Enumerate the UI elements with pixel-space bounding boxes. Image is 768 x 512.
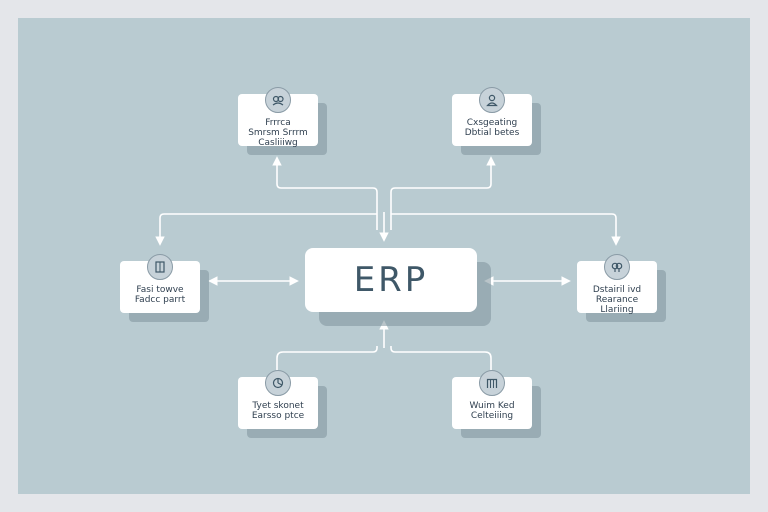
people-icon [265, 87, 291, 113]
node-top-left[interactable]: Frrrca Smrsm Srrrm Casliiiwg [238, 87, 318, 148]
node-label: Fasi towve Fadcc parrt [134, 285, 186, 305]
node-mid-right[interactable]: Dstairil ivd Rearance Llariing [577, 254, 657, 315]
connector-top-right [390, 156, 496, 230]
connector-top-left [272, 156, 378, 230]
connector-to-mid-left [155, 213, 377, 246]
erp-center-node[interactable]: ERP [305, 248, 477, 312]
node-mid-left[interactable]: Fasi towve Fadcc parrt [120, 254, 200, 313]
chart-icon [265, 370, 291, 396]
group-icon [604, 254, 630, 280]
connector-to-mid-right [391, 213, 621, 246]
document-icon [147, 254, 173, 280]
connector-bottom-left [276, 346, 378, 370]
diagram-canvas: ERP Frrrca Smrsm Srrrm Casliiiwg Cxsgeat… [18, 18, 750, 494]
connector-bottom-right [390, 346, 492, 370]
node-label: Wuim Ked Celteiiing [469, 401, 515, 421]
connector-layer [155, 156, 621, 370]
node-label: Frrrca Smrsm Srrrm Casliiiwg [248, 118, 308, 148]
node-label: Dstairil ivd Rearance Llariing [592, 285, 642, 315]
node-bottom-right[interactable]: Wuim Ked Celteiiing [452, 370, 532, 429]
node-top-right[interactable]: Cxsgeating Dbtial betes [452, 87, 532, 146]
node-bottom-left[interactable]: Tyet skonet Earsso ptce [238, 370, 318, 429]
node-label: Tyet skonet Earsso ptce [251, 401, 305, 421]
node-label: Cxsgeating Dbtial betes [464, 118, 520, 138]
erp-title: ERP [353, 260, 429, 300]
building-icon [479, 370, 505, 396]
user-icon [479, 87, 505, 113]
